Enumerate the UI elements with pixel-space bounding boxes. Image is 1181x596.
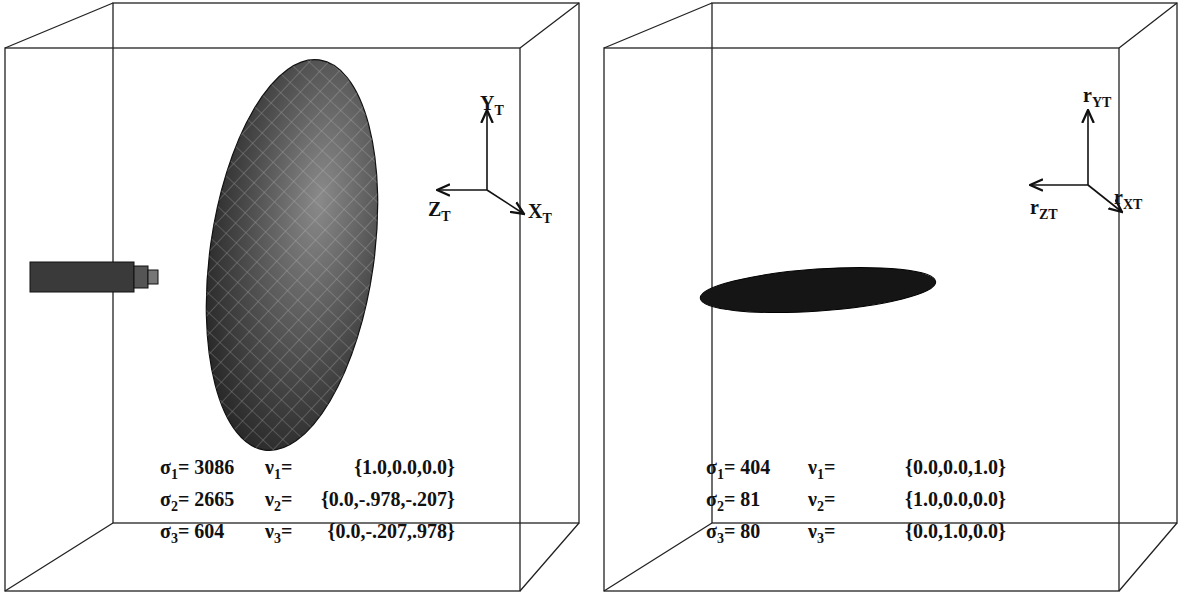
eigenvalue: σ3= 604 [160,520,224,542]
eigenvector-label: ν3= [808,520,835,542]
ellipsoid [183,49,400,462]
axis-label: ZT [428,198,451,220]
eigenvector-label: ν1= [265,456,292,478]
cube-frame [604,3,1177,591]
eigenvalue: σ1= 3086 [160,456,234,478]
axis-label: rYT [1083,84,1111,106]
eigenvector-label: ν1= [808,456,835,478]
eigenvalue: σ2= 2665 [160,488,234,510]
axes [437,110,524,214]
axis-label: rZT [1030,196,1058,218]
eigenvector: {1.0,0.0,0.0} [354,456,455,478]
ellipse [699,261,937,319]
eigenvector-label: ν3= [265,520,292,542]
axis-label: rXT [1114,186,1142,208]
eigenvector: {0.0,1.0,0.0} [905,520,1006,542]
eigenvector: {0.0,0.0,1.0} [905,456,1006,478]
eigenvector: {0.0,-.978,-.207} [321,488,455,510]
eigenvalue: σ1= 404 [706,456,770,478]
eigenvector-label: ν2= [265,488,292,510]
eigenvalue: σ2= 81 [706,488,760,510]
eigenvector-label: ν2= [808,488,835,510]
eigenvector: {0.0,-.207,.978} [328,520,455,542]
eigenvalue: σ3= 80 [706,520,760,542]
axis-label: XT [528,200,552,222]
eigenvector: {1.0,0.0,0.0} [905,488,1006,510]
cube-frame [5,3,579,591]
axes [1030,110,1122,212]
axis-label: YT [480,92,504,114]
camera-icon [30,262,158,292]
